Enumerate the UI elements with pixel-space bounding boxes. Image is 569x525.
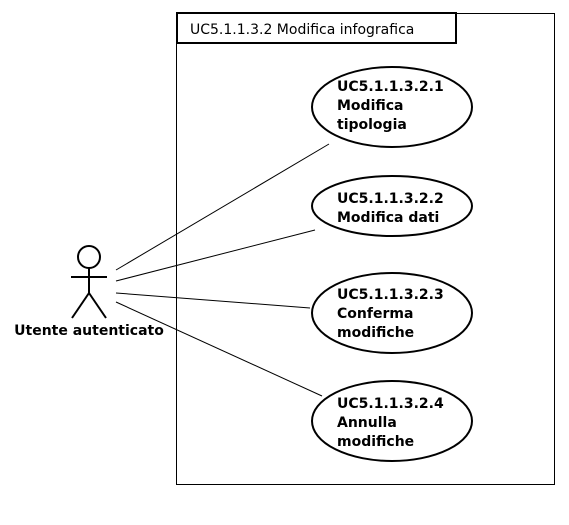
use-case-2-label: UC5.1.1.3.2.2 Modifica dati <box>337 191 449 226</box>
use-case-1: UC5.1.1.3.2.1 Modifica tipologia <box>311 66 473 148</box>
use-case-3-ellipse <box>311 272 473 354</box>
use-case-1-line-2: Modifica <box>337 98 404 114</box>
use-case-2-line-2: Modifica dati <box>337 210 439 226</box>
use-case-4-line-1: UC5.1.1.3.2.4 <box>337 396 444 412</box>
use-case-3-line-3: modifiche <box>337 325 414 341</box>
system-title-box <box>176 12 457 44</box>
actor-label: Utente autenticato <box>14 323 164 339</box>
association-line-2 <box>115 229 316 282</box>
use-case-4-ellipse <box>311 380 473 462</box>
actor-left-leg <box>71 292 90 319</box>
use-case-2-line-1: UC5.1.1.3.2.2 <box>337 191 444 207</box>
association-line-4 <box>115 301 323 397</box>
use-case-4-line-2: Annulla <box>337 415 397 431</box>
use-case-3-line-1: UC5.1.1.3.2.3 <box>337 287 444 303</box>
use-case-3-label: UC5.1.1.3.2.3 Conferma modifiche <box>337 287 449 341</box>
use-case-2-ellipse <box>311 175 473 237</box>
use-case-4: UC5.1.1.3.2.4 Annulla modifiche <box>311 380 473 462</box>
use-case-1-line-1: UC5.1.1.3.2.1 <box>337 79 444 95</box>
actor-right-leg <box>88 292 107 319</box>
use-case-4-label: UC5.1.1.3.2.4 Annulla modifiche <box>337 396 449 450</box>
system-title: UC5.1.1.3.2 Modifica infografica <box>190 22 414 38</box>
use-case-3-line-2: Conferma <box>337 306 413 322</box>
use-case-1-label: UC5.1.1.3.2.1 Modifica tipologia <box>337 79 449 133</box>
use-case-1-ellipse <box>311 66 473 148</box>
association-line-3 <box>115 292 311 309</box>
use-case-1-line-3: tipologia <box>337 117 407 133</box>
actor-figure <box>71 245 107 319</box>
actor-head <box>77 245 101 269</box>
use-case-2: UC5.1.1.3.2.2 Modifica dati <box>311 175 473 237</box>
use-case-3: UC5.1.1.3.2.3 Conferma modifiche <box>311 272 473 354</box>
association-line-1 <box>115 143 330 271</box>
use-case-4-line-3: modifiche <box>337 434 414 450</box>
